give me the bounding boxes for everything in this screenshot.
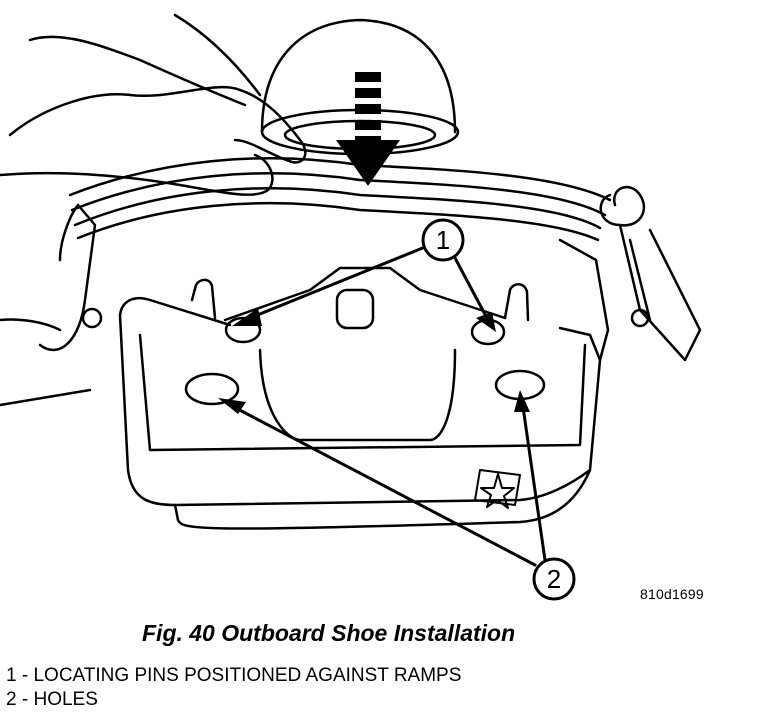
- callout-1-number: 1: [436, 225, 450, 255]
- figure-code: 810d1699: [640, 586, 704, 602]
- legend-number: 1: [6, 665, 17, 686]
- hole-left: [184, 372, 240, 406]
- legend-number: 2: [6, 689, 17, 710]
- legend-text: LOCATING PINS POSITIONED AGAINST RAMPS: [33, 665, 462, 686]
- star-emblem: [474, 469, 521, 509]
- callout-2-number: 2: [547, 564, 561, 594]
- callout-2: 2: [532, 557, 576, 601]
- spring-clip: [599, 185, 702, 362]
- legend-separator: -: [21, 689, 29, 710]
- down-arrow-icon: [336, 72, 400, 186]
- caliper-body: [118, 266, 602, 530]
- callout-arrowheads: [218, 308, 530, 414]
- legend-text: HOLES: [33, 689, 98, 710]
- legend-item: 2 - HOLES: [6, 689, 98, 711]
- figure-title: Fig. 40 Outboard Shoe Installation: [142, 620, 516, 646]
- legend-item: 1 - LOCATING PINS POSITIONED AGAINST RAM…: [6, 665, 461, 687]
- callout-leaders: [228, 243, 547, 567]
- caliper-illustration: 1 2: [0, 13, 702, 601]
- legend-separator: -: [21, 665, 29, 686]
- caliper-piston: [260, 18, 460, 156]
- locating-pin-left: [224, 316, 262, 344]
- outboard-shoe: [38, 157, 650, 362]
- technician-hand: [0, 13, 307, 407]
- callout-1: 1: [421, 218, 465, 262]
